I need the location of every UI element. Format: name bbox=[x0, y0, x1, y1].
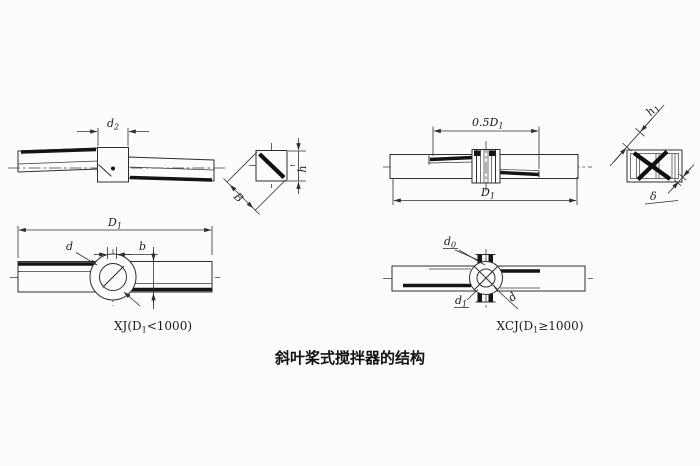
hub-bolt-cap-right bbox=[489, 150, 496, 156]
dim-h: h bbox=[288, 138, 309, 194]
delta-underline bbox=[644, 200, 679, 205]
label-D1-left: D1 bbox=[107, 216, 122, 231]
hub-notch bbox=[98, 164, 112, 177]
blade-plate-right bbox=[499, 170, 540, 177]
label-half-D1: 0.5D1 bbox=[472, 116, 503, 131]
label-b: b bbox=[139, 240, 146, 253]
label-xj-type: XJ(D1<1000) bbox=[114, 319, 192, 335]
label-h: h bbox=[296, 165, 309, 172]
dim-d1: d1 bbox=[454, 289, 479, 309]
dim-d2: d2 bbox=[77, 117, 149, 146]
dim-delta: δ bbox=[644, 164, 695, 205]
hub-bolt-cap-left bbox=[474, 150, 481, 156]
blade-edge-diagonal bbox=[258, 152, 286, 180]
hub-bolt-bottom-left bbox=[477, 289, 482, 302]
hub-center-dot bbox=[111, 166, 115, 171]
hub-bolt-top-left bbox=[477, 254, 482, 268]
label-d: d bbox=[66, 240, 73, 253]
blade-cross-stroke-2 bbox=[636, 149, 669, 182]
hub-block bbox=[97, 147, 129, 183]
dim-b: b bbox=[139, 240, 156, 309]
dim-D1-top: D1 bbox=[392, 177, 578, 205]
blade-right-innerline bbox=[127, 166, 215, 171]
hub-bore-circle bbox=[476, 268, 496, 288]
xcj-blade-section-view: h1 δ bbox=[609, 101, 695, 205]
dim-d: d bbox=[66, 240, 158, 307]
label-d1: d1 bbox=[455, 294, 467, 309]
bore-keyline bbox=[102, 265, 125, 288]
hub-bolt-top-right bbox=[488, 254, 493, 268]
hub-bolt-bottom-right bbox=[488, 289, 493, 302]
label-B: B bbox=[230, 189, 246, 205]
figure-caption: 斜叶桨式搅拌器的结构 bbox=[274, 349, 425, 367]
xj-side-view: d2 bbox=[8, 117, 228, 183]
blade-left-innerline bbox=[17, 160, 99, 165]
blade-left-edge bbox=[20, 147, 97, 154]
d-leader-2 bbox=[123, 291, 141, 307]
d-leader bbox=[75, 252, 98, 266]
xcj-side-view: 0.5D1 D1 bbox=[383, 116, 592, 205]
blade-plate-left bbox=[429, 155, 474, 162]
hub-cross-2 bbox=[474, 266, 498, 290]
section-inner-rect bbox=[630, 153, 679, 179]
label-D1-top: D1 bbox=[480, 186, 495, 201]
label-xcj-type: XCJ(D1≥1000) bbox=[496, 319, 583, 335]
blade-right-edge bbox=[129, 175, 213, 182]
blade-section-view: B h bbox=[223, 138, 309, 215]
label-d2: d2 bbox=[107, 117, 119, 132]
xj-top-view: D1 d b XJ(D1<1000) bbox=[10, 216, 220, 335]
xcj-top-view: d0 d1 d XCJ(D1≥1000) bbox=[383, 235, 593, 335]
dim-line bbox=[229, 184, 254, 209]
dim-d0: d0 bbox=[443, 235, 486, 266]
label-d0: d0 bbox=[444, 235, 456, 250]
label-d-right: d bbox=[506, 290, 520, 304]
label-h1: h1 bbox=[643, 101, 662, 120]
dim-D1-left: D1 bbox=[17, 216, 213, 258]
dim-half-D1: 0.5D1 bbox=[432, 116, 540, 169]
label-delta: δ bbox=[650, 190, 657, 203]
